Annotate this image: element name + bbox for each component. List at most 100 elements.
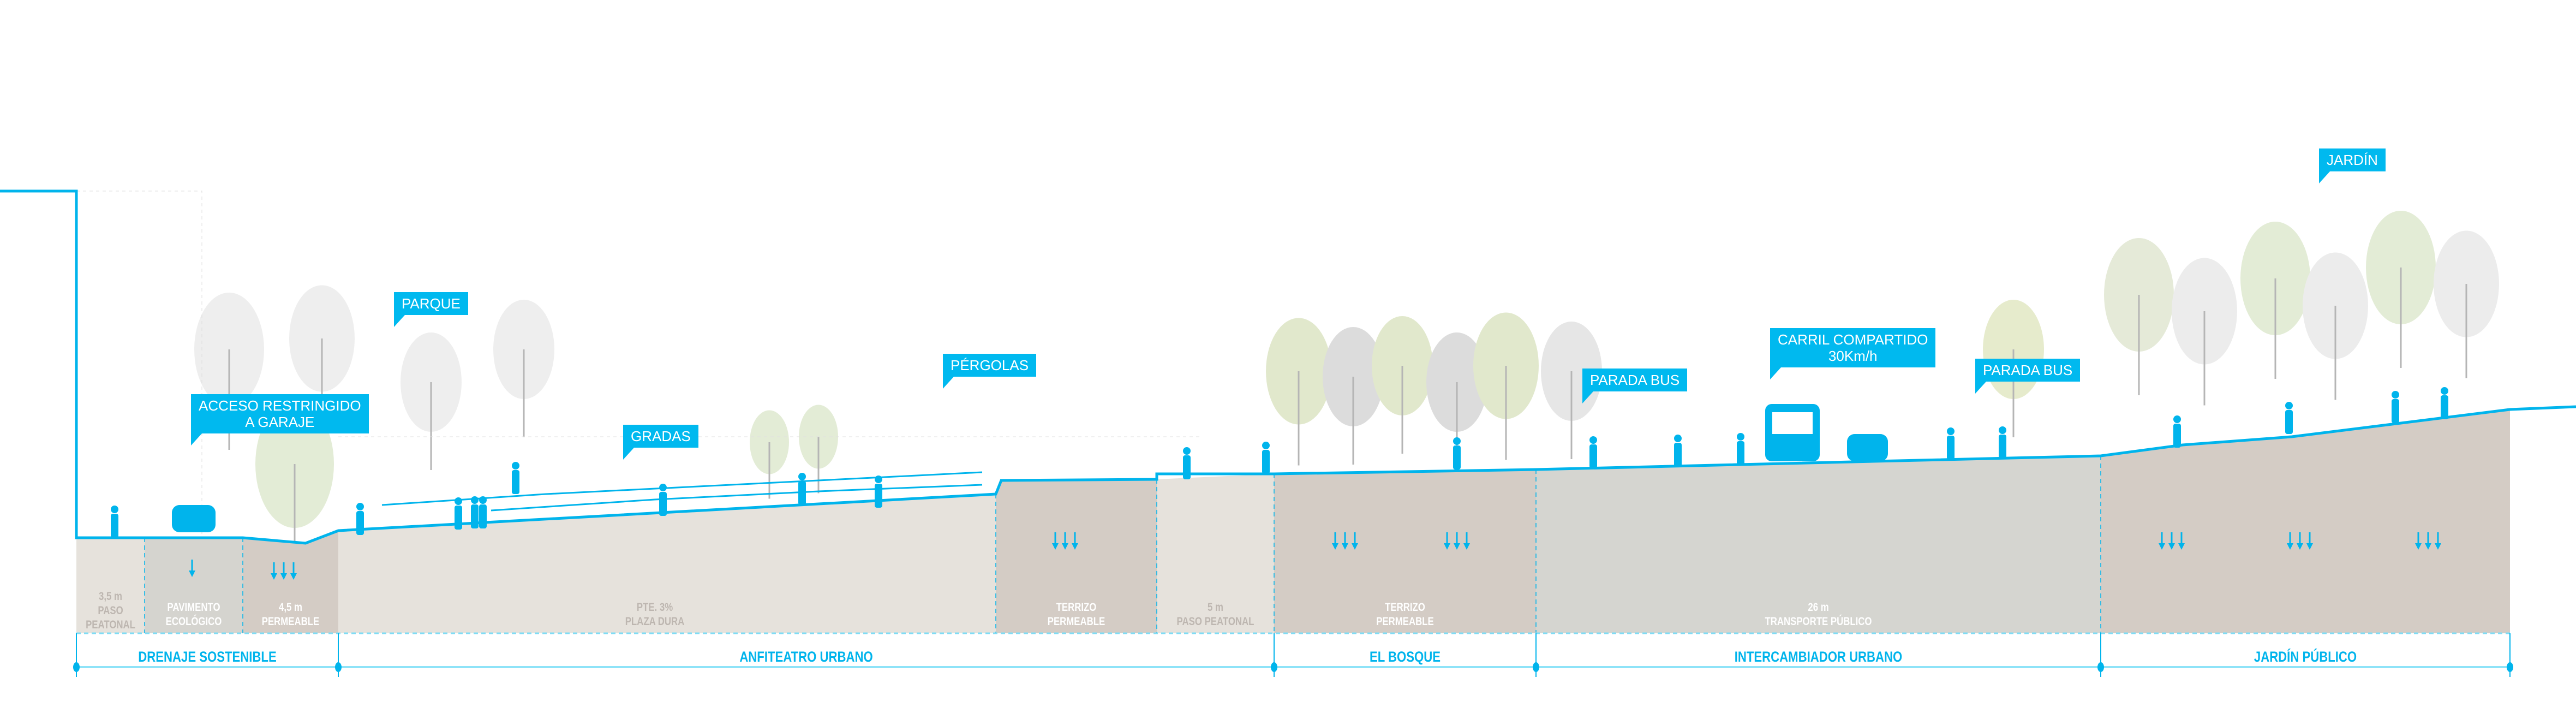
arrow-head xyxy=(1454,543,1460,550)
person-body xyxy=(659,492,667,516)
car-icon xyxy=(172,505,216,532)
zone-name: TERRIZO xyxy=(1385,601,1425,614)
down-arrow-icon xyxy=(290,562,297,580)
person-body xyxy=(2173,424,2181,448)
down-arrow-icon xyxy=(2415,532,2422,550)
callout-gradas: GRADAS xyxy=(623,425,698,460)
person-body xyxy=(798,481,806,505)
ground-plaza-dura xyxy=(338,494,996,633)
arrow-head xyxy=(1463,543,1470,550)
person-icon xyxy=(1737,433,1744,465)
arrow-head xyxy=(1342,543,1348,550)
person-head xyxy=(1183,447,1191,455)
arrow-head xyxy=(1072,543,1078,550)
person-body xyxy=(875,484,882,508)
person-body xyxy=(2441,395,2448,419)
zone-label-plaza-dura: PTE. 3%PLAZA DURA xyxy=(567,601,742,629)
car-body xyxy=(172,505,216,532)
section-anfiteatro-urbano: ANFITEATRO URBANO xyxy=(739,649,873,665)
zone-name: ECOLÓGICO xyxy=(165,615,222,628)
down-arrow-icon xyxy=(280,562,287,580)
callout-text: PARADA BUS xyxy=(1590,372,1680,388)
person-icon xyxy=(875,476,882,508)
zone-name: PLAZA DURA xyxy=(625,615,685,628)
person-body xyxy=(1453,445,1461,470)
section-marker xyxy=(2097,662,2104,672)
section-marker xyxy=(1533,662,1539,672)
arrow-head xyxy=(2168,543,2175,550)
section-axis xyxy=(73,633,2513,677)
person-icon xyxy=(2392,391,2399,423)
tree-icon xyxy=(1323,327,1384,465)
tree-icon xyxy=(2303,252,2368,400)
amphitheatre-steps xyxy=(381,471,983,512)
person-head xyxy=(1589,436,1597,444)
person-body xyxy=(455,506,462,530)
figures-layer xyxy=(111,387,2448,538)
tree-icon xyxy=(401,332,462,470)
arrow-head xyxy=(271,573,277,580)
person-icon xyxy=(356,503,364,535)
tree-icon xyxy=(1372,316,1433,454)
arrow-head xyxy=(1332,543,1338,550)
callout-jardin: JARDÍN xyxy=(2319,148,2386,183)
callout-text: PARADA BUS xyxy=(1983,362,2073,378)
person-body xyxy=(1262,450,1270,474)
arrow-head xyxy=(1052,543,1059,550)
person-body xyxy=(1589,444,1597,468)
person-head xyxy=(875,476,882,483)
zone-name: TRANSPORTE PÚBLICO xyxy=(1765,615,1872,628)
arrow-head xyxy=(2435,543,2441,550)
down-arrow-icon xyxy=(2159,532,2165,550)
person-icon xyxy=(471,496,479,528)
person-head xyxy=(512,462,519,470)
person-icon xyxy=(1674,435,1682,467)
building-outline xyxy=(76,191,202,538)
arrow-head xyxy=(2297,543,2303,550)
ground-transporte xyxy=(1536,456,2101,633)
person-body xyxy=(1947,436,1955,460)
callout-parada-bus-1: PARADA BUS xyxy=(1582,369,1688,403)
ground-paso-peatonal-2 xyxy=(1157,474,1274,633)
arrow-head xyxy=(2306,543,2313,550)
person-icon xyxy=(2441,387,2448,419)
arrow-head xyxy=(2178,543,2185,550)
person-icon xyxy=(1947,427,1955,460)
callout-text: CARRIL COMPARTIDO xyxy=(1778,331,1928,348)
down-arrow-icon xyxy=(2287,532,2293,550)
callout-pergolas: PÉRGOLAS xyxy=(943,354,1037,389)
arrow-head xyxy=(1062,543,1068,550)
person-head xyxy=(2392,391,2399,399)
tree-icon xyxy=(1266,318,1331,466)
person-body xyxy=(111,514,118,538)
person-icon xyxy=(1453,437,1461,470)
person-body xyxy=(2285,410,2293,434)
arrow-head xyxy=(2415,543,2422,550)
tree-icon xyxy=(2240,222,2310,379)
callout-text: GRADAS xyxy=(631,428,691,444)
down-arrow-icon xyxy=(2306,532,2313,550)
zone-name: TERRIZO xyxy=(1056,601,1097,614)
down-arrow-icon xyxy=(1342,532,1348,550)
tree-icon xyxy=(2172,258,2237,406)
person-head xyxy=(356,503,364,510)
zone-name: PERMEABLE xyxy=(1376,615,1434,628)
ground-terrizo-2 xyxy=(1274,470,1536,633)
arrow-head xyxy=(1444,543,1450,550)
zone-dividers xyxy=(76,456,2510,634)
person-head xyxy=(2285,402,2293,409)
infiltration-arrows xyxy=(189,532,2441,580)
arrow-head xyxy=(280,573,287,580)
bus-window xyxy=(1772,412,1813,434)
person-icon xyxy=(479,496,487,528)
person-icon xyxy=(659,484,667,516)
